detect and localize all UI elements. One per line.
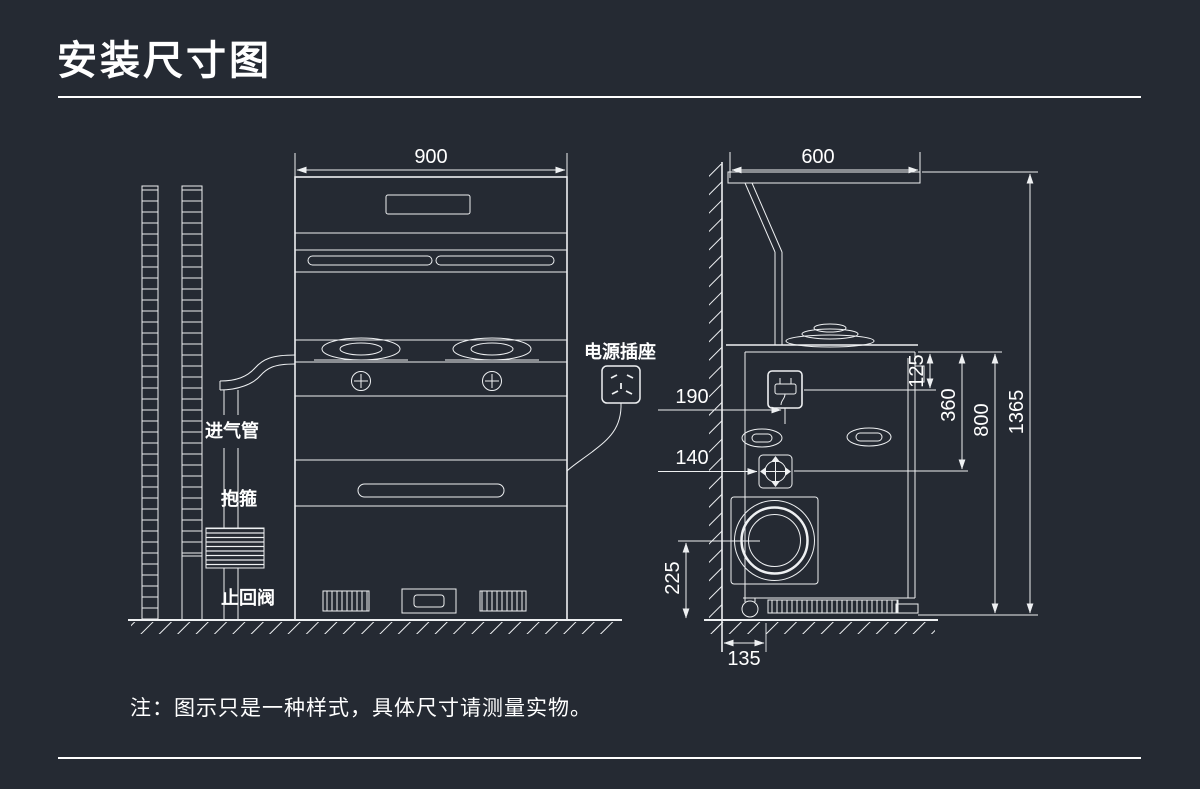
side-dimension-lines xyxy=(658,173,1034,647)
front-width-dimension xyxy=(294,153,568,177)
footer-divider xyxy=(58,757,1141,759)
gas-inlet-label: 进气管 xyxy=(205,420,259,441)
dim-125-label: 125 xyxy=(906,354,928,387)
vent-slot xyxy=(435,255,555,266)
vent-slot xyxy=(307,255,433,266)
knob-icons xyxy=(351,371,502,391)
socket-bracket xyxy=(914,365,925,383)
front-ground xyxy=(128,619,622,634)
check-valve-label: 止回阀 xyxy=(221,587,275,608)
side-wall xyxy=(709,162,723,652)
front-view xyxy=(128,153,641,634)
side-cooktop xyxy=(726,323,918,353)
display-window xyxy=(385,194,471,215)
clamp-label: 抱箍 xyxy=(221,488,257,509)
side-socket-icon xyxy=(767,370,803,424)
side-depth-label: 600 xyxy=(801,146,834,168)
reference-lines xyxy=(678,171,1038,652)
flue-outlet-icon xyxy=(730,496,819,585)
title-divider xyxy=(58,96,1141,98)
wheel-icon xyxy=(741,600,759,618)
side-base xyxy=(741,597,919,618)
oven-handle xyxy=(357,483,505,498)
side-hood xyxy=(727,171,921,345)
side-ground xyxy=(704,619,938,634)
corrugated-hose xyxy=(205,527,265,569)
power-socket-label: 电源插座 xyxy=(584,341,656,362)
side-body xyxy=(744,352,925,599)
side-view xyxy=(658,152,1038,652)
gas-valve-icon xyxy=(758,454,793,489)
dim-800-label: 800 xyxy=(971,403,993,436)
dim-190-label: 190 xyxy=(675,386,708,408)
burner-icons xyxy=(314,337,539,361)
note-text: 注：图示只是一种样式，具体尺寸请测量实物。 xyxy=(130,697,592,720)
power-socket-icon xyxy=(601,365,641,404)
power-cord xyxy=(566,402,622,472)
front-width-label: 900 xyxy=(414,146,447,168)
gas-pipe xyxy=(205,354,296,619)
dim-225-label: 225 xyxy=(662,561,684,594)
bottom-vents xyxy=(322,588,527,614)
dim-1365-label: 1365 xyxy=(1006,390,1028,435)
dim-140-label: 140 xyxy=(675,447,708,469)
dim-360-label: 360 xyxy=(938,388,960,421)
side-vent-ovals xyxy=(741,427,892,448)
page-title: 安装尺寸图 xyxy=(57,39,272,83)
front-unit-body xyxy=(294,176,568,621)
dim-135-label: 135 xyxy=(727,648,760,670)
wall-duct xyxy=(141,185,203,621)
